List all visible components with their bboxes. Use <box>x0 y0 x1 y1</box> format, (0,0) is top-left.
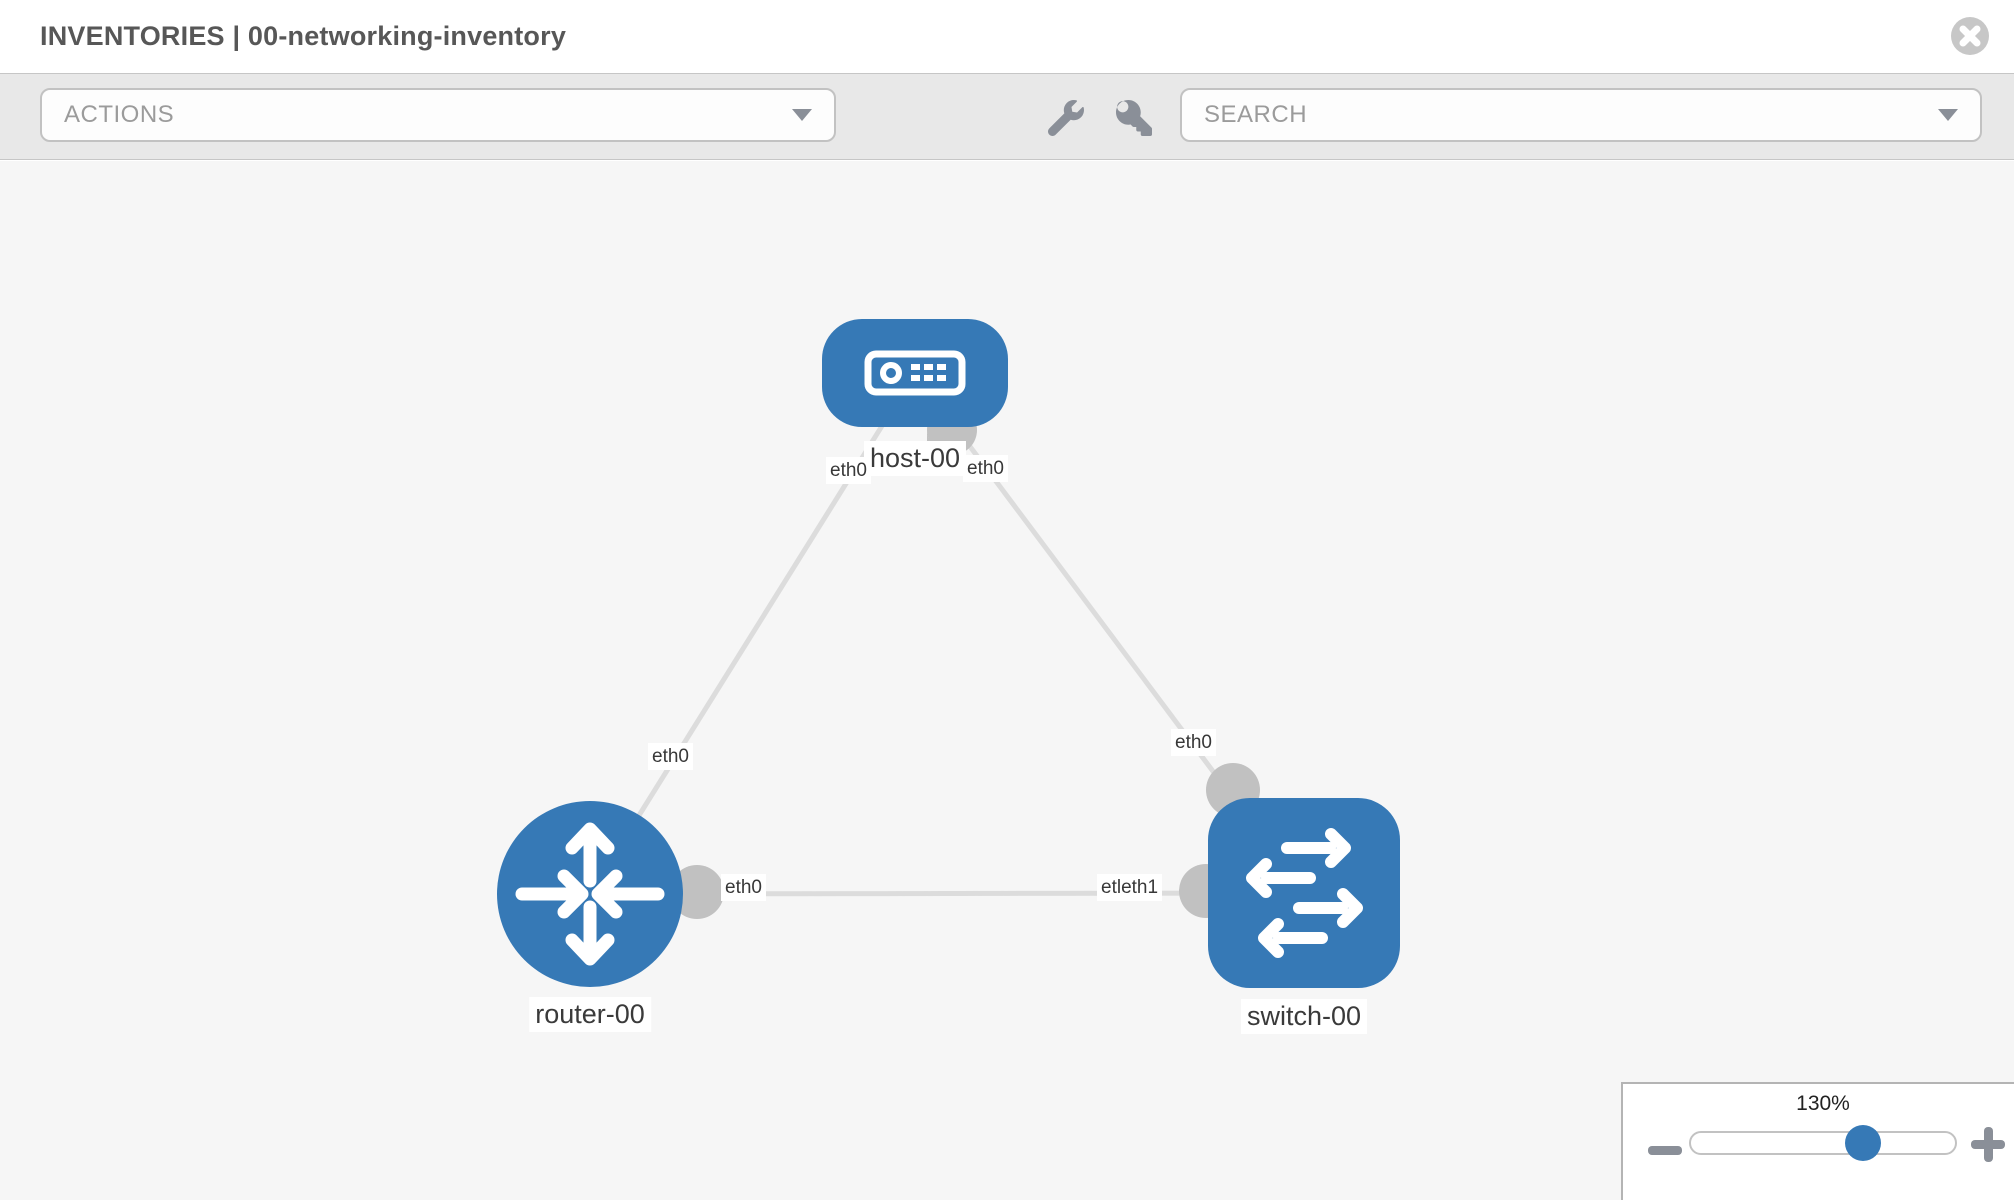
page-title: INVENTORIES | 00-networking-inventory <box>40 21 567 51</box>
wrench-icon <box>1048 100 1084 136</box>
interface-label: eth0 <box>648 743 693 770</box>
actions-dropdown[interactable]: ACTIONS <box>40 88 836 142</box>
key-icon <box>1116 100 1152 136</box>
router-icon <box>515 822 665 966</box>
close-icon <box>1951 17 1989 55</box>
topology-canvas[interactable]: host-00 router-00 switch-00 eth0 eth0 et… <box>0 161 2014 1200</box>
node-label-host: host-00 <box>863 441 967 476</box>
actions-dropdown-label: ACTIONS <box>64 101 175 128</box>
interface-label: eth0 <box>1171 729 1216 756</box>
interface-label: eth0 <box>721 874 766 901</box>
toolbar: ACTIONS <box>0 73 2014 160</box>
header: INVENTORIES | 00-networking-inventory <box>0 0 2014 73</box>
search-dropdown[interactable] <box>1180 88 1982 142</box>
minus-icon <box>1648 1145 1682 1155</box>
zoom-panel: 130% <box>1621 1082 2014 1200</box>
connector-router-right <box>670 865 724 919</box>
chevron-down-icon <box>792 109 812 121</box>
node-host[interactable] <box>822 319 1008 427</box>
node-switch[interactable] <box>1208 798 1400 988</box>
search-input[interactable] <box>1204 101 1938 129</box>
key-button[interactable] <box>1112 96 1156 140</box>
zoom-out-button[interactable] <box>1645 1128 1685 1160</box>
zoom-in-button[interactable] <box>1967 1124 2009 1166</box>
interface-label: etleth1 <box>1097 874 1163 901</box>
node-label-switch: switch-00 <box>1240 999 1368 1034</box>
close-button[interactable] <box>1950 16 1990 56</box>
switch-icon <box>1246 828 1363 958</box>
zoom-level: 130% <box>1796 1092 1850 1115</box>
node-label-router: router-00 <box>529 997 651 1032</box>
zoom-slider-handle[interactable] <box>1845 1125 1881 1161</box>
interface-label: eth0 <box>826 457 871 484</box>
interface-label: eth0 <box>963 455 1008 482</box>
zoom-slider-track[interactable] <box>1689 1131 1957 1155</box>
host-icon <box>864 350 966 396</box>
chevron-down-icon <box>1938 109 1958 121</box>
node-router[interactable] <box>497 801 683 987</box>
configure-button[interactable] <box>1044 96 1088 140</box>
